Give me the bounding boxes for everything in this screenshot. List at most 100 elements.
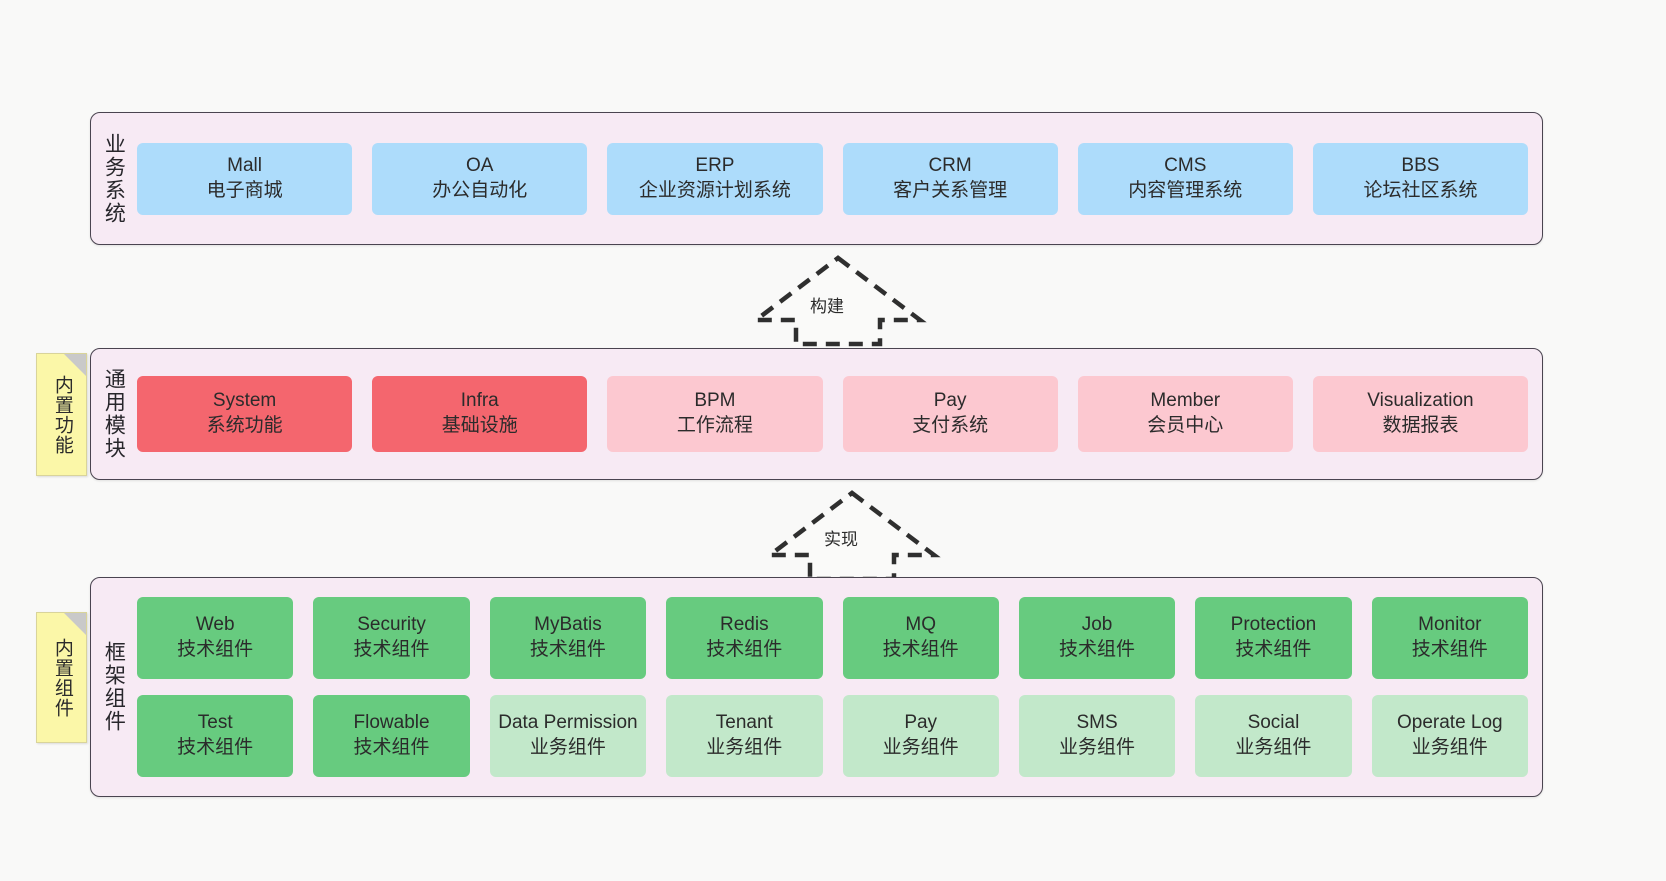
card-title-cn: 技术组件 (529, 639, 606, 660)
card-title-en: Pay (904, 712, 938, 734)
card-title-en: Redis (720, 614, 769, 636)
card-title-en: CMS (1164, 154, 1207, 176)
note-text: 内置组件 (51, 637, 73, 718)
card-test[interactable]: Test 技术组件 (137, 695, 294, 777)
card-pay-component[interactable]: Pay 业务组件 (842, 695, 999, 777)
card-title-cn: 业务组件 (1235, 737, 1312, 758)
card-bpm[interactable]: BPM 工作流程 (607, 376, 823, 452)
layer-body-common: System 系统功能 Infra 基础设施 BPM 工作流程 Pay 支付系统… (135, 349, 1542, 479)
card-title-en: System (212, 390, 277, 412)
layer-common-modules: 通用模块 System 系统功能 Infra 基础设施 BPM 工作流程 Pay… (90, 348, 1543, 480)
card-title-cn: 电子商城 (206, 179, 283, 201)
card-title-en: Data Permission (498, 712, 638, 734)
layer-body-business: Mall 电子商城 OA 办公自动化 ERP 企业资源计划系统 CRM 客户关系… (135, 113, 1542, 244)
card-title-en: BPM (694, 390, 736, 412)
card-title-en: SMS (1076, 712, 1118, 734)
card-infra[interactable]: Infra 基础设施 (372, 376, 588, 452)
card-title-cn: 技术组件 (353, 737, 430, 758)
card-title-en: CRM (928, 154, 972, 176)
card-title-en: Member (1150, 390, 1221, 412)
card-title-en: Tenant (715, 712, 773, 734)
card-title-cn: 业务组件 (1411, 737, 1488, 758)
card-title-cn: 论坛社区系统 (1363, 179, 1478, 201)
card-title-en: Social (1247, 712, 1300, 734)
layer-title-framework: 框架组件 (102, 641, 126, 733)
card-title-en: Infra (460, 390, 499, 412)
card-data-permission[interactable]: Data Permission 业务组件 (489, 695, 647, 777)
card-cms[interactable]: CMS 内容管理系统 (1077, 142, 1293, 215)
card-mall[interactable]: Mall 电子商城 (137, 142, 353, 215)
card-title-en: Mall (227, 154, 262, 176)
card-crm[interactable]: CRM 客户关系管理 (842, 142, 1058, 215)
card-title-cn: 技术组件 (1411, 639, 1488, 660)
layer-body-framework: Web 技术组件 Security 技术组件 MyBatis 技术组件 Redi… (135, 578, 1542, 796)
card-title-cn: 企业资源计划系统 (638, 179, 791, 201)
card-tenant[interactable]: Tenant 业务组件 (666, 695, 823, 777)
card-title-cn: 支付系统 (912, 415, 989, 436)
card-title-en: OA (466, 154, 494, 176)
card-redis[interactable]: Redis 技术组件 (666, 597, 823, 679)
card-system[interactable]: System 系统功能 (137, 376, 353, 452)
layer-framework-components: 框架组件 Web 技术组件 Security 技术组件 MyBatis 技术组件… (90, 577, 1543, 797)
note-text: 内置功能 (51, 374, 73, 455)
card-title-en: Pay (933, 390, 967, 412)
card-title-cn: 技术组件 (353, 639, 430, 660)
card-protection[interactable]: Protection 技术组件 (1195, 597, 1352, 679)
card-title-cn: 技术组件 (1235, 639, 1312, 660)
card-title-cn: 会员中心 (1147, 415, 1224, 436)
card-social[interactable]: Social 业务组件 (1195, 695, 1352, 777)
card-erp[interactable]: ERP 企业资源计划系统 (607, 142, 823, 215)
card-title-cn: 办公自动化 (432, 179, 528, 201)
card-web[interactable]: Web 技术组件 (137, 597, 294, 679)
card-title-en: Operate Log (1396, 712, 1503, 734)
arrow-implement-label: 实现 (824, 530, 858, 549)
layer-title-business: 业务系统 (102, 132, 126, 225)
note-builtin-components: 内置组件 (36, 612, 87, 743)
card-title-en: BBS (1401, 154, 1440, 176)
card-title-cn: 数据报表 (1382, 415, 1459, 436)
card-title-cn: 技术组件 (1059, 639, 1136, 660)
card-title-en: Flowable (353, 712, 430, 734)
card-title-en: MyBatis (534, 614, 602, 636)
card-monitor[interactable]: Monitor 技术组件 (1371, 597, 1528, 679)
card-title-en: Security (357, 614, 426, 636)
card-row: Web 技术组件 Security 技术组件 MyBatis 技术组件 Redi… (137, 597, 1528, 679)
card-bbs[interactable]: BBS 论坛社区系统 (1312, 142, 1529, 215)
card-mybatis[interactable]: MyBatis 技术组件 (489, 597, 647, 679)
card-oa[interactable]: OA 办公自动化 (372, 142, 588, 215)
card-title-en: Monitor (1418, 614, 1482, 636)
card-mq[interactable]: MQ 技术组件 (842, 597, 999, 679)
card-title-cn: 业务组件 (882, 737, 959, 758)
layer-title-common: 通用模块 (102, 368, 126, 460)
card-sms[interactable]: SMS 业务组件 (1018, 695, 1176, 777)
card-title-cn: 技术组件 (177, 737, 254, 758)
card-pay[interactable]: Pay 支付系统 (842, 376, 1058, 452)
card-visualization[interactable]: Visualization 数据报表 (1312, 376, 1529, 452)
note-builtin-features: 内置功能 (36, 353, 87, 476)
card-title-cn: 业务组件 (1059, 737, 1136, 758)
arrow-build-label: 构建 (810, 297, 844, 316)
card-member[interactable]: Member 会员中心 (1077, 376, 1293, 452)
card-title-en: Protection (1230, 614, 1317, 636)
card-row: Mall 电子商城 OA 办公自动化 ERP 企业资源计划系统 CRM 客户关系… (137, 142, 1529, 215)
card-flowable[interactable]: Flowable 技术组件 (313, 695, 470, 777)
card-security[interactable]: Security 技术组件 (313, 597, 470, 679)
card-title-cn: 技术组件 (177, 639, 254, 660)
card-title-en: Visualization (1367, 390, 1474, 412)
card-title-cn: 工作流程 (676, 415, 753, 436)
card-title-cn: 客户关系管理 (893, 179, 1008, 201)
card-title-en: ERP (695, 154, 735, 176)
card-row: Test 技术组件 Flowable 技术组件 Data Permission … (137, 695, 1528, 777)
card-title-cn: 技术组件 (706, 639, 783, 660)
card-title-en: MQ (905, 614, 936, 636)
card-job[interactable]: Job 技术组件 (1018, 597, 1176, 679)
card-title-en: Job (1081, 614, 1113, 636)
card-title-cn: 技术组件 (882, 639, 959, 660)
card-title-cn: 系统功能 (206, 415, 283, 436)
card-title-en: Web (195, 614, 235, 636)
card-operate-log[interactable]: Operate Log 业务组件 (1371, 695, 1528, 777)
card-title-cn: 业务组件 (706, 737, 783, 758)
card-title-cn: 内容管理系统 (1128, 179, 1243, 201)
card-title-cn: 基础设施 (441, 415, 518, 436)
card-title-en: Test (197, 712, 233, 734)
